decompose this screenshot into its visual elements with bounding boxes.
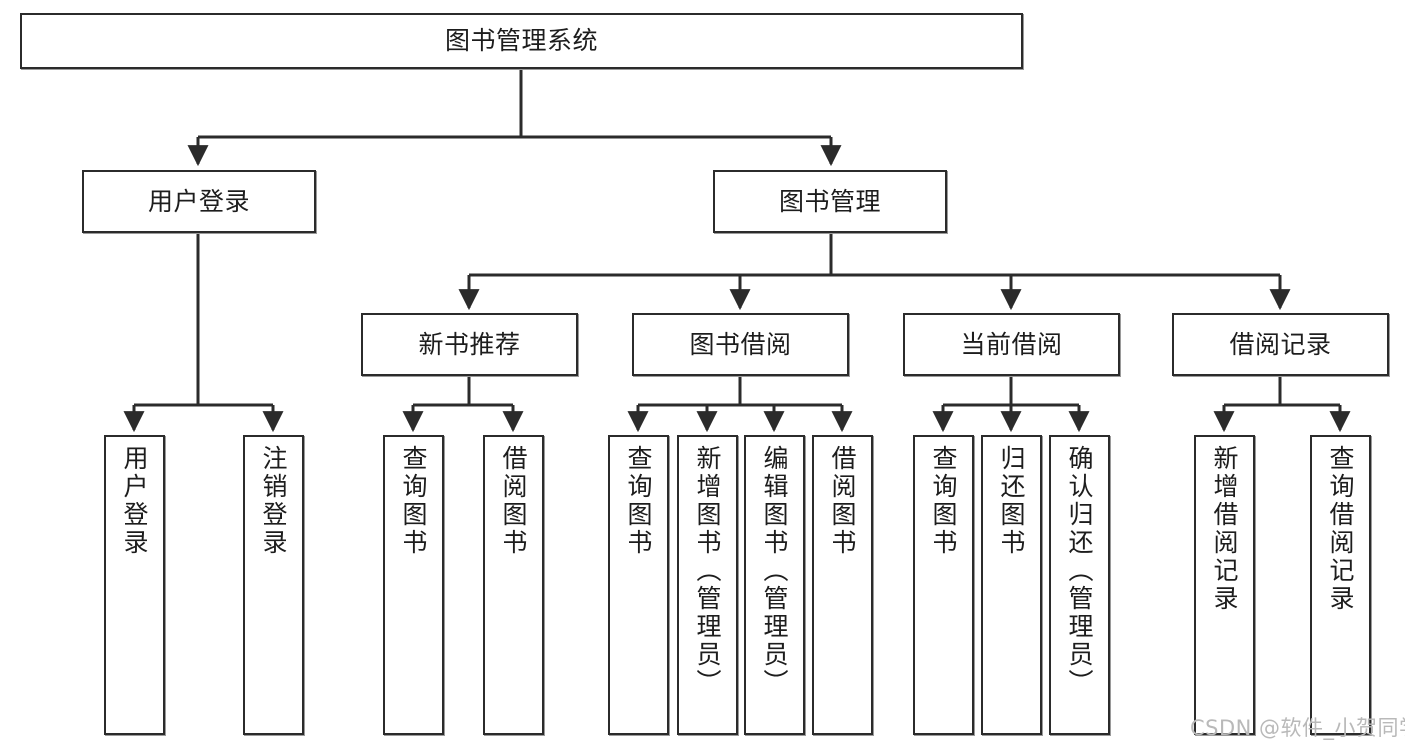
- node-label: 图书管理系统: [444, 26, 598, 56]
- node-label: 查询图书: [929, 445, 958, 557]
- node-label: 借阅图书: [828, 445, 857, 557]
- node-label: 确认归还（管理员）: [1065, 445, 1094, 697]
- node-leaf-logout-login[interactable]: 注销登录: [243, 435, 304, 735]
- node-leaf-query-borrow-record[interactable]: 查询借阅记录: [1310, 435, 1371, 735]
- node-label: 编辑图书（管理员）: [760, 445, 789, 697]
- node-label: 借阅记录: [1229, 329, 1332, 359]
- node-label: 用户登录: [147, 186, 250, 216]
- node-label: 新书推荐: [418, 329, 521, 359]
- node-book-management-system[interactable]: 图书管理系统: [20, 13, 1023, 69]
- node-label: 新增借阅记录: [1210, 445, 1239, 613]
- node-label: 借阅图书: [499, 445, 528, 557]
- node-leaf-user-login[interactable]: 用户登录: [104, 435, 165, 735]
- node-leaf-return-book[interactable]: 归还图书: [981, 435, 1042, 735]
- node-book-borrow[interactable]: 图书借阅: [632, 313, 849, 376]
- node-leaf-confirm-return-admin[interactable]: 确认归还（管理员）: [1049, 435, 1110, 735]
- node-label: 图书借阅: [689, 329, 792, 359]
- node-leaf-query-book-2[interactable]: 查询图书: [608, 435, 669, 735]
- node-leaf-borrow-book-2[interactable]: 借阅图书: [812, 435, 873, 735]
- node-label: 查询借阅记录: [1326, 445, 1355, 613]
- node-user-login[interactable]: 用户登录: [82, 170, 316, 233]
- node-leaf-add-book-admin[interactable]: 新增图书（管理员）: [677, 435, 738, 735]
- node-label: 查询图书: [399, 445, 428, 557]
- node-label: 当前借阅: [960, 329, 1063, 359]
- node-leaf-query-book-3[interactable]: 查询图书: [913, 435, 974, 735]
- node-new-book-recommend[interactable]: 新书推荐: [361, 313, 578, 376]
- node-leaf-edit-book-admin[interactable]: 编辑图书（管理员）: [744, 435, 805, 735]
- node-label: 归还图书: [997, 445, 1026, 557]
- node-leaf-query-book-1[interactable]: 查询图书: [383, 435, 444, 735]
- node-label: 查询图书: [624, 445, 653, 557]
- node-leaf-borrow-book-1[interactable]: 借阅图书: [483, 435, 544, 735]
- node-current-borrow[interactable]: 当前借阅: [903, 313, 1120, 376]
- node-label: 新增图书（管理员）: [693, 445, 722, 697]
- node-book-management[interactable]: 图书管理: [713, 170, 947, 233]
- node-label: 图书管理: [778, 186, 881, 216]
- csdn-watermark: CSDN @软件_小贺同学: [1190, 716, 1405, 740]
- node-borrow-record[interactable]: 借阅记录: [1172, 313, 1389, 376]
- node-leaf-add-borrow-record[interactable]: 新增借阅记录: [1194, 435, 1255, 735]
- node-label: 注销登录: [259, 445, 288, 557]
- node-label: 用户登录: [120, 445, 149, 557]
